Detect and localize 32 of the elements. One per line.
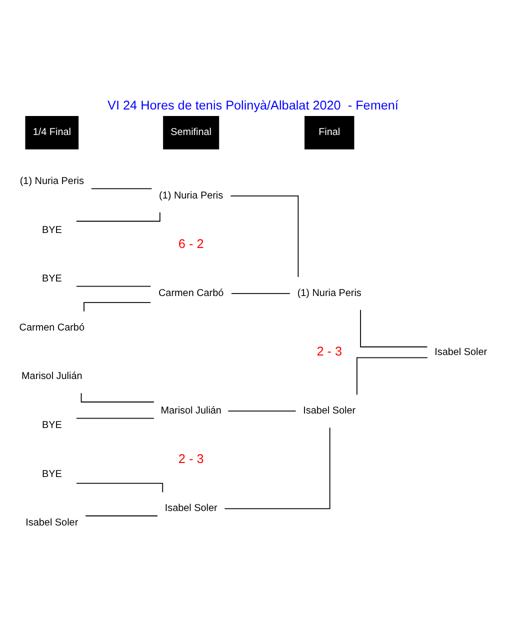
node-text: (1) Nuria Peris bbox=[20, 176, 84, 188]
connector bbox=[85, 515, 158, 516]
connector bbox=[76, 286, 152, 287]
node-text: BYE bbox=[42, 274, 62, 285]
connector bbox=[224, 427, 330, 510]
node-text: BYE bbox=[42, 420, 62, 432]
node-text: Isabel Soler bbox=[26, 518, 78, 529]
node-text: Isabel Soler bbox=[434, 346, 488, 358]
diagram-title: VI 24 Hores de tenis Polinyà/Albalat 2020 - Femení bbox=[108, 98, 398, 112]
connector bbox=[90, 188, 152, 190]
label: 1/4 Final bbox=[32, 127, 71, 138]
node-text: Isabel Soler bbox=[303, 406, 356, 417]
node-text: Marisol Julián bbox=[160, 406, 222, 417]
node-text: (1) Nuria Peris bbox=[159, 190, 224, 202]
label: 6 - 2 bbox=[178, 237, 204, 252]
node-text: BYE bbox=[42, 468, 62, 480]
label: Final bbox=[318, 127, 340, 138]
connector bbox=[76, 418, 154, 419]
connector bbox=[231, 293, 290, 294]
node-text: BYE bbox=[42, 224, 62, 236]
label: 2 - 3 bbox=[178, 452, 204, 466]
connector bbox=[230, 195, 299, 278]
node-text: (1) Nuria Peris bbox=[297, 288, 362, 300]
connector bbox=[356, 357, 428, 396]
connector bbox=[228, 410, 296, 412]
label: 2 - 3 bbox=[316, 344, 342, 359]
connector bbox=[360, 309, 428, 348]
node-text: Marisol Julián bbox=[22, 371, 82, 382]
node-text: Isabel Soler bbox=[164, 503, 218, 514]
label: Semifinal bbox=[170, 127, 212, 138]
node-text: Carmen Carbó bbox=[19, 322, 84, 334]
node-text: Carmen Carbó bbox=[158, 288, 224, 300]
